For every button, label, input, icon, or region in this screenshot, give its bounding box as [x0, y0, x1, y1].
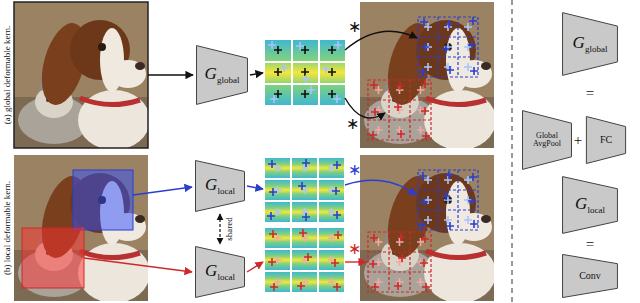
sample-points	[379, 90, 421, 130]
symbol-letter: G	[575, 194, 587, 213]
pooling-block: Global AvgPool	[522, 110, 572, 170]
generator-block: Gglobal	[562, 12, 618, 76]
flow-arrow	[250, 73, 263, 75]
equals-sign: =	[586, 237, 594, 252]
conv-block: Conv	[562, 254, 618, 298]
output-photo	[360, 155, 496, 303]
block-text: Glocal	[205, 262, 235, 282]
shared-weights-arrow	[219, 214, 220, 244]
generator-block: Gglobal	[196, 45, 248, 105]
grid-gap	[318, 40, 320, 105]
blue-sampling-grid	[418, 17, 478, 230]
block-label: Global AvgPool	[529, 132, 565, 149]
flow-arrow	[84, 258, 192, 272]
symbol-letter: G	[205, 64, 217, 83]
kernel-grid	[265, 40, 345, 105]
edge-label: shared	[225, 216, 234, 242]
sample-points	[278, 238, 332, 282]
block-label: FC	[600, 135, 612, 146]
flow-arrow	[345, 98, 385, 118]
flow-arrow	[148, 74, 193, 75]
flow-arrow	[345, 180, 416, 195]
symbol-letter: G	[205, 175, 217, 194]
block-text: Global AvgPool	[529, 132, 565, 149]
flow-arrow	[247, 262, 263, 272]
block-text: Glocal	[575, 195, 605, 215]
trapezoid-outline	[197, 46, 248, 105]
output-photo	[360, 2, 496, 150]
sample-points	[428, 180, 468, 220]
grid-gap	[265, 83, 345, 85]
flow-arrow	[247, 186, 263, 189]
sample-points	[278, 168, 332, 212]
offset-points	[271, 163, 337, 217]
generator-block: Glocal	[195, 160, 245, 212]
symbol-letter: G	[205, 261, 217, 280]
red-patch	[22, 228, 84, 288]
generator-block: Glocal	[562, 176, 618, 234]
block-text: Gglobal	[573, 34, 608, 54]
trapezoid-outline	[196, 161, 245, 212]
trapezoid-outline	[563, 13, 618, 76]
fc-block: FC	[586, 116, 626, 164]
grid-gap	[265, 61, 345, 63]
grid-gap	[291, 40, 293, 105]
block-text: Conv	[579, 271, 601, 282]
offset-points	[272, 45, 338, 99]
trapezoid-outline	[523, 111, 572, 170]
offset-points	[422, 175, 474, 226]
symbol-subscript: global	[217, 75, 240, 85]
sample-points	[428, 27, 468, 67]
sample-points	[379, 242, 421, 282]
convolution-symbol: ∗	[346, 116, 359, 132]
kernel-grid	[265, 228, 344, 292]
divider-line	[512, 0, 513, 303]
symbol-letter: G	[573, 33, 585, 52]
block-label: Conv	[579, 271, 601, 282]
panel-label: (a) global deformable kern.	[3, 26, 12, 124]
trapezoid-outline	[563, 254, 618, 297]
block-text: Glocal	[205, 176, 235, 196]
generator-block: Glocal	[195, 246, 245, 298]
offset-points	[373, 237, 426, 287]
kernel-grid	[265, 158, 344, 222]
block-text: FC	[600, 135, 612, 146]
trapezoid-outline	[563, 177, 618, 234]
symbol-subscript: local	[217, 272, 235, 282]
trapezoid-outline	[586, 116, 625, 163]
blue-patch	[73, 170, 133, 230]
equals-sign: =	[586, 86, 594, 101]
flow-arrow	[133, 187, 192, 195]
convolution-symbol: ∗	[348, 241, 361, 257]
offset-points	[373, 84, 426, 136]
photo-frame	[14, 2, 148, 148]
convolution-symbol: ∗	[348, 19, 361, 35]
flow-arrow	[345, 261, 366, 262]
trapezoid-outline	[196, 247, 245, 298]
offset-points	[272, 233, 338, 287]
plus-sign: +	[574, 133, 582, 148]
input-photo	[14, 155, 150, 303]
panel-label: (b) local deformable kern.	[3, 181, 12, 275]
symbol-subscript: local	[217, 186, 235, 196]
convolution-symbol: ∗	[348, 162, 361, 178]
symbol-subscript: global	[585, 44, 608, 54]
offset-points	[423, 21, 474, 72]
symbol-subscript: local	[587, 205, 605, 215]
input-photo	[14, 2, 150, 150]
block-text: Gglobal	[205, 65, 240, 85]
sample-points	[278, 50, 332, 94]
